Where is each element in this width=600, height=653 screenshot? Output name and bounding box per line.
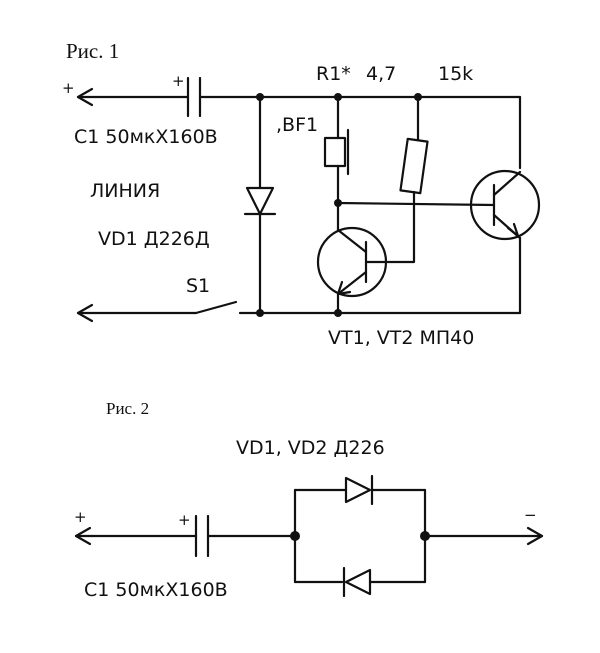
- fig2-c1-plus: +: [178, 511, 191, 529]
- fig2-c1-label: C1 50мкX160B: [84, 579, 228, 601]
- fig1-c1-plus: +: [172, 72, 185, 90]
- fig1-vt1-collector: [336, 228, 368, 254]
- fig1-vd1-label: VD1 Д226Д: [98, 228, 210, 250]
- fig1-title: Рис. 1: [66, 39, 119, 63]
- fig2-plus-sign: +: [74, 508, 87, 526]
- fig1-vt2-emitter-arrow: [506, 222, 520, 238]
- fig1-vt-label: VT1, VT2 МП40: [328, 327, 474, 349]
- fig1-bf1-label: ,BF1: [276, 114, 318, 136]
- fig2-title: Рис. 2: [106, 399, 149, 418]
- fig1-vt1-emitter: [336, 270, 368, 296]
- figure-1: Рис. 1 + + C1 50мкX160B R1* 4,7 15k ЛИНИ…: [62, 39, 541, 349]
- fig1-vd1-triangle: [245, 186, 275, 216]
- fig1-s1-switch: [194, 300, 238, 315]
- fig1-r1-label: R1*: [316, 63, 351, 85]
- fig1-vt2-base-wire: [336, 201, 496, 207]
- fig1-r1-value: 4,7: [366, 63, 396, 85]
- fig1-vt1-base-wire: [364, 256, 416, 264]
- fig1-line-label: ЛИНИЯ: [90, 180, 160, 202]
- fig2-minus-arrow: [526, 526, 544, 546]
- fig2-vd2-triangle: [344, 568, 372, 596]
- fig1-r2-body: [399, 137, 429, 195]
- fig1-r2-value: 15k: [438, 63, 473, 85]
- fig2-minus-sign: −: [524, 506, 537, 524]
- fig1-minus-arrow: [76, 303, 94, 323]
- fig1-node-bottom-1: [256, 309, 264, 317]
- fig2-plus-arrow: [74, 526, 92, 546]
- fig1-s1-label: S1: [186, 275, 210, 297]
- fig1-bf1-body: [323, 136, 347, 168]
- fig1-vt2-collector: [492, 170, 522, 197]
- fig2-vd1-triangle: [344, 476, 372, 504]
- figure-2: Рис. 2 VD1, VD2 Д226 + + − C1 50мкX160B: [74, 399, 544, 601]
- fig1-c1-label: C1 50мкX160B: [74, 126, 218, 148]
- fig1-plus-arrow: [76, 87, 94, 107]
- fig1-plus-sign: +: [62, 79, 75, 97]
- fig1-node-bottom-2: [334, 309, 342, 317]
- fig2-diodes-label: VD1, VD2 Д226: [236, 437, 385, 459]
